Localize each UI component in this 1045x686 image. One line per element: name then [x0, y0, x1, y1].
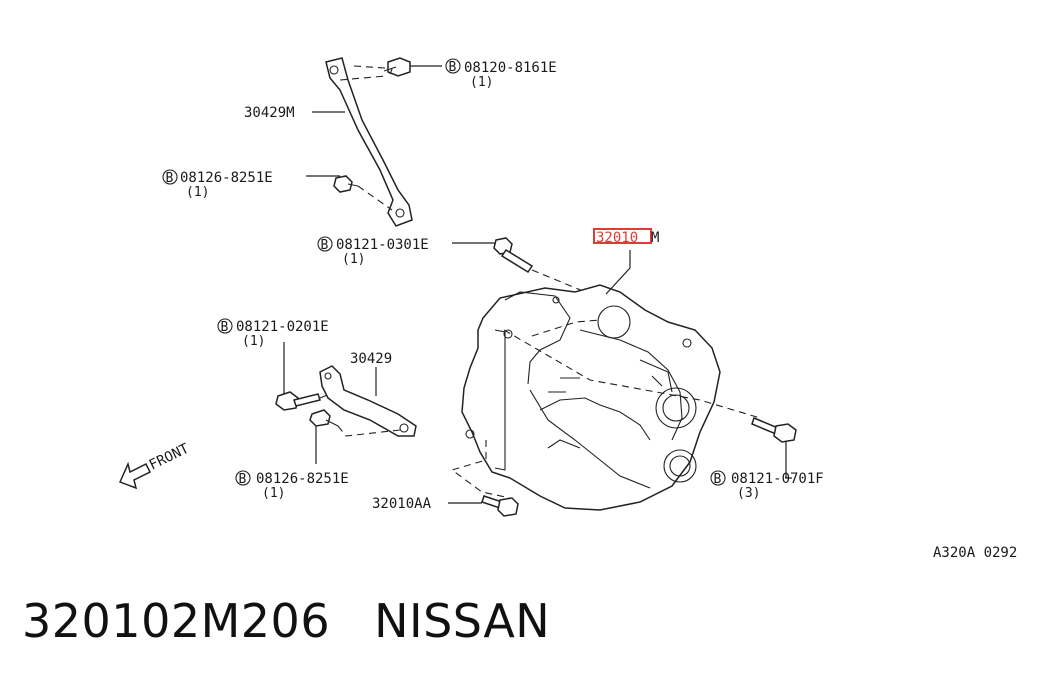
bolt-mid-qty: (1): [342, 252, 365, 267]
transaxle-assembly-32010m[interactable]: [461, 284, 721, 511]
label-08121-0301e: B 08121-0301E (1): [317, 236, 429, 267]
bolt-bottom-code: 32010AA: [372, 496, 432, 512]
bolt-top-icon[interactable]: [383, 57, 411, 77]
transaxle-code-suffix: M: [651, 230, 659, 246]
label-08126-8251e-upper: B 08126-8251E (1): [162, 169, 273, 200]
bolt-right-code: 08121-0701F: [731, 471, 824, 487]
label-08121-0701f: B 08121-0701F (3): [710, 470, 824, 501]
bolt-mid-code: 08121-0301E: [336, 237, 429, 253]
front-label: FRONT: [147, 440, 192, 473]
label-30429: 30429: [350, 351, 392, 367]
bolt-lower-left-prefix: B: [221, 320, 229, 335]
bolt-upper-left-prefix: B: [166, 171, 174, 186]
upper-bracket-30429m[interactable]: [325, 57, 413, 227]
bolt-upper-left-code: 08126-8251E: [180, 170, 273, 186]
bolt-right-icon[interactable]: [751, 416, 797, 443]
label-08120-8161e: B 08120-8161E (1): [445, 58, 557, 90]
bolt-lower-left-icon[interactable]: [275, 391, 321, 411]
bolt-bottom-left-qty: (1): [262, 486, 285, 501]
label-08121-0201e: B 08121-0201E (1): [217, 318, 329, 349]
bolt-top-prefix: B: [449, 60, 457, 75]
bolt-right-qty: (3): [737, 486, 760, 501]
front-arrow-icon: [118, 461, 152, 490]
bolt-bottom-left-prefix: B: [239, 472, 247, 487]
front-direction-indicator: FRONT: [118, 440, 192, 490]
part-caption: 320102M206 NISSAN: [22, 594, 550, 648]
bolt-top-code: 08120-8161E: [464, 60, 557, 76]
upper-bracket-code: 30429M: [244, 105, 295, 121]
transaxle-code-highlighted: 32010: [596, 230, 638, 246]
bolt-mid-icon[interactable]: [493, 237, 534, 274]
label-08126-8251e-lower: B 08126-8251E (1): [235, 470, 349, 501]
label-30429m: 30429M: [244, 105, 345, 121]
bolt-bottom-icon[interactable]: [481, 495, 519, 517]
bolt-right-prefix: B: [714, 472, 722, 487]
bolt-lower-left-code: 08121-0201E: [236, 319, 329, 335]
bolt-mid-prefix: B: [321, 238, 329, 253]
bolt-bottom-left-icon[interactable]: [309, 409, 339, 427]
label-32010m: 32010 M: [593, 228, 659, 246]
exploded-parts-diagram: 32010 M B 08120-8161E (1) 304: [118, 57, 1017, 561]
lower-bracket-30429[interactable]: [319, 365, 417, 437]
diagram-reference: A320A 0292: [933, 545, 1017, 561]
bolt-lower-left-qty: (1): [242, 334, 265, 349]
label-32010aa: 32010AA: [372, 496, 432, 512]
bolt-bottom-left-code: 08126-8251E: [256, 471, 349, 487]
lower-bracket-code: 30429: [350, 351, 392, 367]
bolt-upper-left-qty: (1): [186, 185, 209, 200]
part-number: 320102M206: [22, 594, 331, 648]
bolt-top-qty: (1): [470, 75, 493, 90]
bolt-upper-left-icon[interactable]: [333, 175, 359, 193]
brand-name: NISSAN: [374, 594, 551, 648]
